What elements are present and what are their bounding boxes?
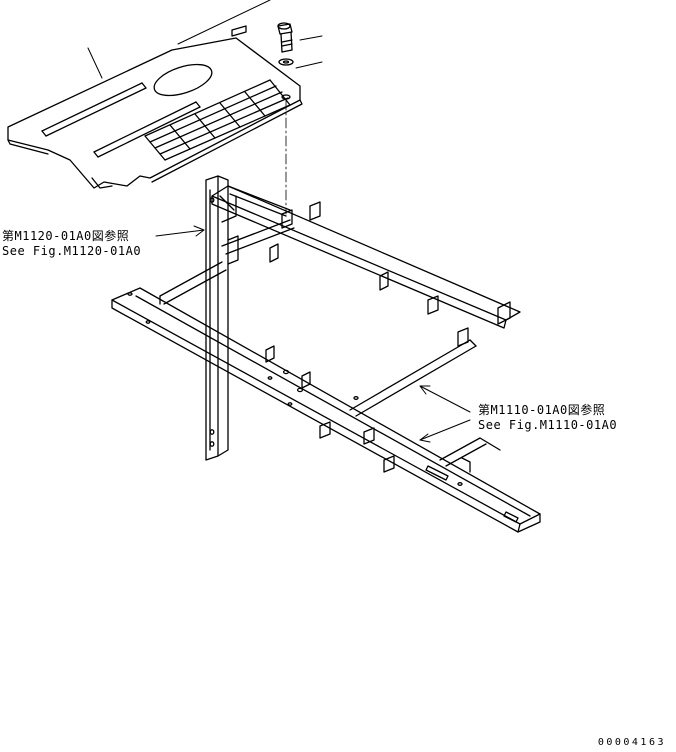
reference-jp-m1120: 第M1120-01A0図参照: [2, 229, 130, 243]
reference-leaders: [155, 225, 471, 443]
reference-callout-m1110: 第M1110-01A0図参照 See Fig.M1110-01A0: [478, 403, 617, 433]
drawing-number: 00004163: [597, 737, 666, 748]
reference-en-m1110: See Fig.M1110-01A0: [478, 418, 618, 432]
clip-part: [231, 25, 247, 37]
reference-en-m1120: See Fig.M1120-01A0: [2, 244, 142, 258]
bolt: [277, 22, 293, 53]
cross-members: [159, 295, 501, 473]
washer: [278, 58, 294, 66]
reference-callout-m1120: 第M1120-01A0図参照 See Fig.M1120-01A0: [2, 229, 141, 259]
floor-grating: [144, 79, 291, 161]
vertical-post: [205, 175, 239, 461]
leader-lines: [87, 0, 323, 79]
upper-rail: [211, 185, 521, 347]
floor-plate: [7, 37, 303, 189]
side-rail-left: [159, 219, 295, 305]
front-main-beam: [111, 287, 541, 533]
reference-jp-m1110: 第M1110-01A0図参照: [478, 403, 606, 417]
